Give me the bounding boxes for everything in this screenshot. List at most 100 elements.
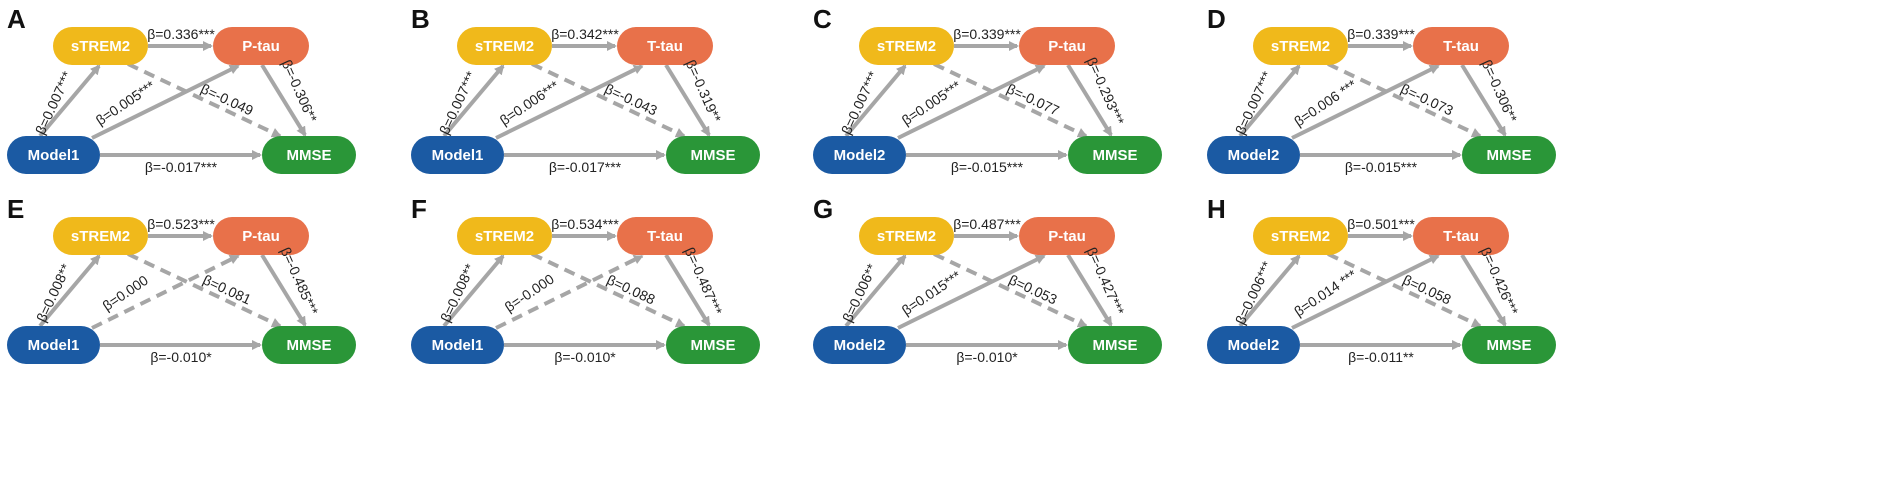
edge-label-tau-to-mmse: β=-0.426*** — [1478, 245, 1522, 318]
arrow-model-to-strem2 — [844, 64, 907, 138]
edge-label-tau-to-mmse: β=-0.319** — [683, 57, 725, 125]
edge-label-model-to-mmse: β=-0.015*** — [951, 159, 1024, 175]
node-outcome: MMSE — [1068, 136, 1162, 174]
arrow-model-to-tau — [1291, 254, 1440, 330]
arrow-model-to-strem2 — [38, 254, 101, 328]
node-tau-label: T-tau — [1443, 228, 1479, 245]
node-model-label: Model2 — [834, 337, 886, 354]
edge-label-tau-to-mmse: β=-0.427*** — [1084, 245, 1128, 318]
node-tau-shape — [1413, 27, 1509, 65]
node-tau-label: P-tau — [1048, 228, 1086, 245]
edge-label-strem2-to-tau: β=0.339*** — [953, 26, 1021, 42]
node-outcome: MMSE — [262, 136, 356, 174]
node-tau: P-tau — [213, 217, 309, 255]
node-outcome: MMSE — [666, 326, 760, 364]
node-tau-shape — [617, 217, 713, 255]
edge-label-strem2-to-tau: β=0.336*** — [147, 26, 215, 42]
panel-letter: D — [1207, 4, 1226, 34]
node-tau: T-tau — [617, 27, 713, 65]
node-mediator-label: sTREM2 — [475, 38, 534, 55]
node-model-shape — [1207, 326, 1300, 364]
node-outcome: MMSE — [1462, 326, 1556, 364]
arrow-model-to-tau — [897, 254, 1046, 330]
node-tau-label: T-tau — [647, 38, 683, 55]
node-mediator-label: sTREM2 — [1271, 38, 1330, 55]
node-mediator-shape — [859, 27, 954, 65]
node-outcome-shape — [262, 326, 356, 364]
arrow-strem2-to-mmse — [127, 62, 282, 138]
node-tau-shape — [617, 27, 713, 65]
arrow-model-to-strem2 — [442, 254, 505, 328]
node-mediator-label: sTREM2 — [877, 38, 936, 55]
arrow-model-to-strem2 — [1238, 64, 1301, 138]
node-tau-shape — [213, 27, 309, 65]
node-mediator: sTREM2 — [859, 217, 954, 255]
node-mediator-label: sTREM2 — [475, 228, 534, 245]
arrow-model-to-tau — [91, 254, 240, 330]
node-model-shape — [813, 326, 906, 364]
arrow-model-to-strem2 — [38, 64, 101, 138]
node-model-label: Model1 — [28, 337, 80, 354]
edge-label-strem2-to-tau: β=0.501*** — [1347, 216, 1415, 232]
arrow-model-to-strem2 — [442, 64, 505, 138]
panel-letter: E — [7, 194, 24, 224]
arrow-model-to-tau — [495, 64, 644, 140]
node-model: Model1 — [411, 136, 504, 174]
arrow-strem2-to-mmse — [531, 62, 686, 138]
node-outcome-label: MMSE — [287, 337, 332, 354]
edge-label-model-to-tau: β=-0.000 — [502, 270, 557, 315]
node-model: Model2 — [813, 326, 906, 364]
node-outcome: MMSE — [1068, 326, 1162, 364]
node-mediator-label: sTREM2 — [1271, 228, 1330, 245]
edge-label-model-to-mmse: β=-0.017*** — [145, 159, 218, 175]
edge-label-model-to-mmse: β=-0.010* — [150, 349, 212, 365]
node-mediator-label: sTREM2 — [71, 38, 130, 55]
edge-label-tau-to-mmse: β=-0.306** — [279, 57, 321, 125]
arrow-model-to-strem2 — [1238, 254, 1301, 328]
node-outcome-label: MMSE — [1093, 337, 1138, 354]
node-mediator: sTREM2 — [1253, 217, 1348, 255]
node-model-shape — [411, 326, 504, 364]
panel-letter: G — [813, 194, 833, 224]
node-outcome-shape — [666, 326, 760, 364]
node-mediator-shape — [53, 217, 148, 255]
arrow-tau-to-mmse — [260, 63, 307, 137]
node-outcome: MMSE — [262, 326, 356, 364]
node-tau-label: P-tau — [242, 228, 280, 245]
node-mediator-shape — [457, 27, 552, 65]
edge-label-model-to-mmse: β=-0.011** — [1348, 349, 1414, 365]
node-tau-label: P-tau — [242, 38, 280, 55]
arrow-tau-to-mmse — [664, 253, 711, 327]
node-model: Model2 — [813, 136, 906, 174]
edge-label-tau-to-mmse: β=-0.485*** — [278, 245, 322, 318]
edge-label-tau-to-mmse: β=-0.487*** — [682, 245, 726, 318]
arrow-tau-to-mmse — [1066, 63, 1113, 137]
node-outcome-label: MMSE — [1093, 147, 1138, 164]
arrow-model-to-tau — [1291, 64, 1440, 140]
arrow-tau-to-mmse — [260, 253, 307, 327]
arrow-strem2-to-mmse — [933, 252, 1088, 328]
node-tau: T-tau — [1413, 27, 1509, 65]
edge-label-tau-to-mmse: β=-0.306** — [1479, 57, 1521, 125]
node-model-label: Model2 — [1228, 147, 1280, 164]
node-mediator-shape — [859, 217, 954, 255]
node-mediator: sTREM2 — [53, 217, 148, 255]
panel-letter: F — [411, 194, 427, 224]
arrow-tau-to-mmse — [1066, 253, 1113, 327]
edge-label-model-to-mmse: β=-0.010* — [554, 349, 616, 365]
node-mediator: sTREM2 — [457, 27, 552, 65]
arrow-model-to-tau — [91, 64, 240, 140]
arrow-tau-to-mmse — [1460, 63, 1507, 137]
edge-label-tau-to-mmse: β=-0.293*** — [1084, 55, 1128, 128]
arrow-strem2-to-mmse — [127, 252, 282, 328]
node-model-label: Model1 — [432, 147, 484, 164]
node-mediator: sTREM2 — [53, 27, 148, 65]
edge-label-strem2-to-tau: β=0.534*** — [551, 216, 619, 232]
node-tau: T-tau — [617, 217, 713, 255]
